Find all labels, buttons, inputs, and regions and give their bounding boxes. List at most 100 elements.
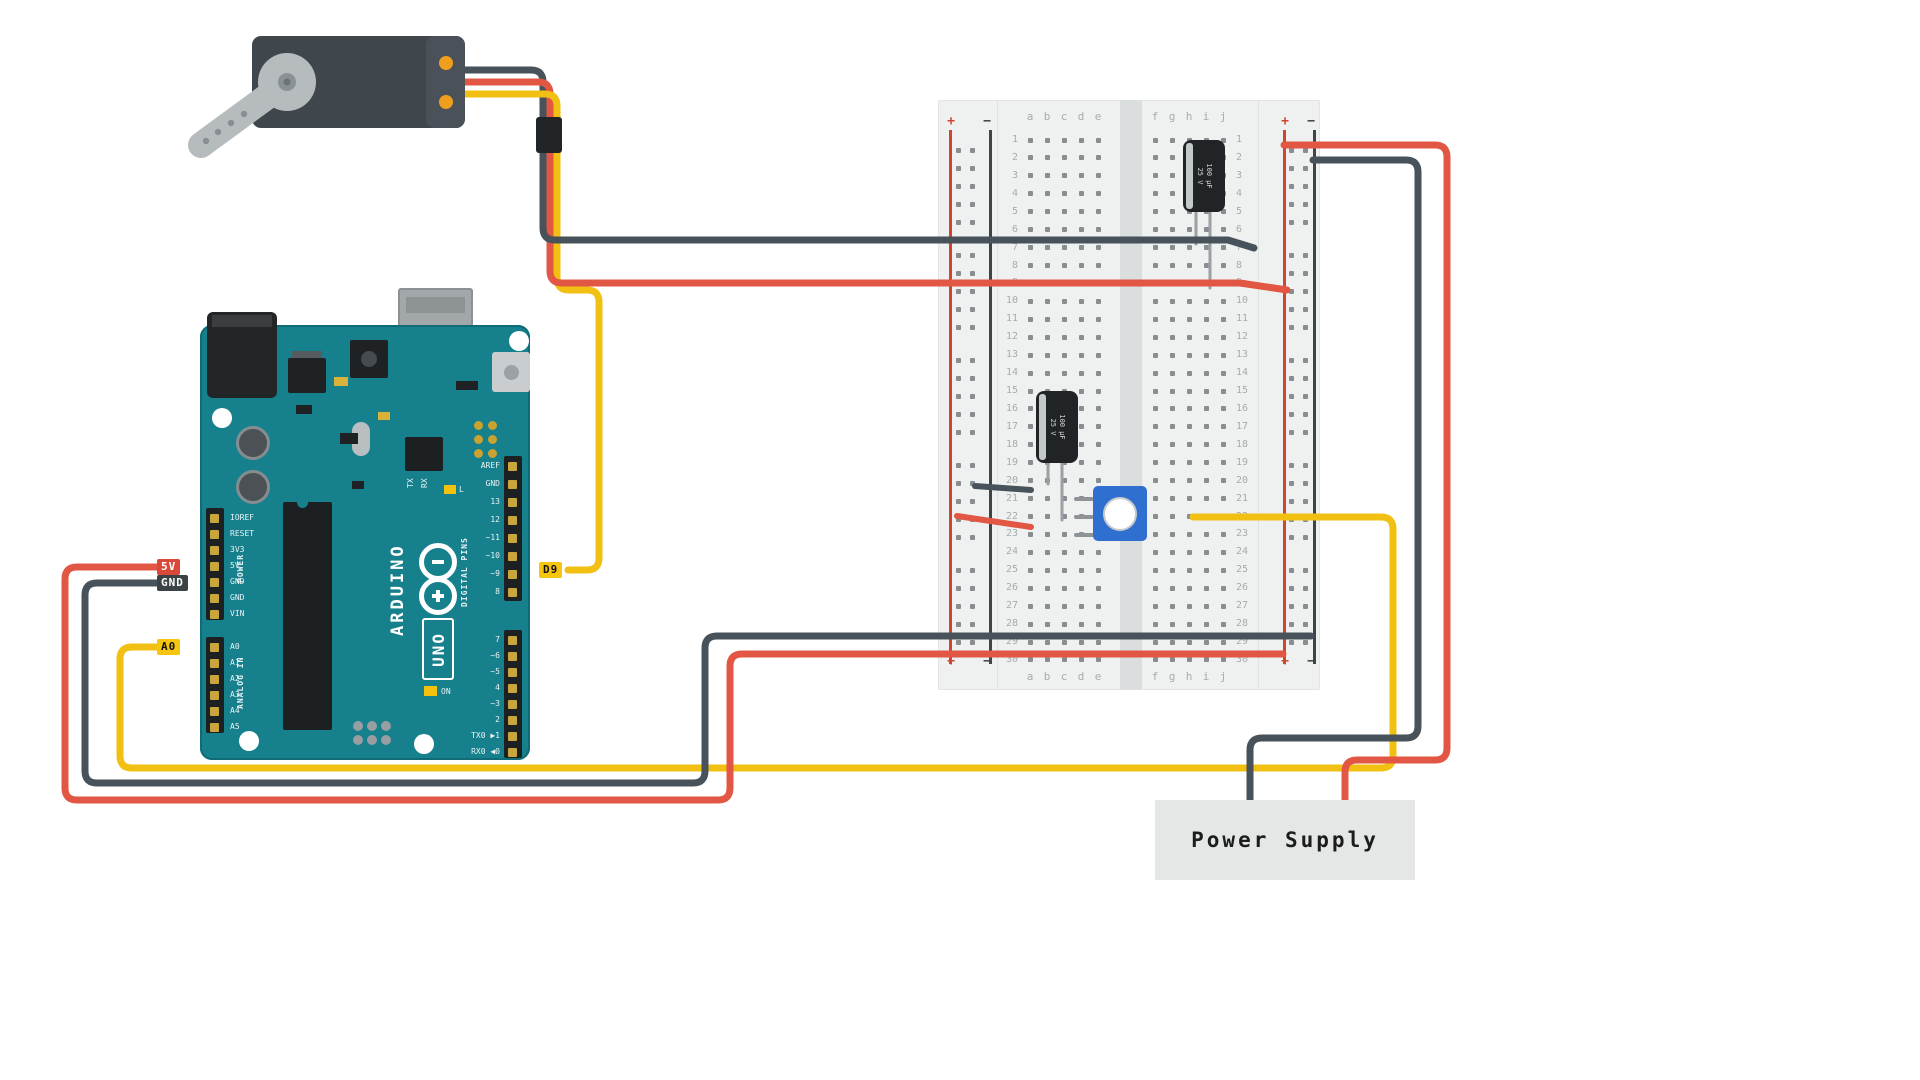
breadboard-hole [1061,263,1067,268]
rail-hole [955,165,961,171]
breadboard-hole [1095,352,1101,358]
breadboard-hole [1061,370,1067,376]
led-l-label: L [459,485,464,494]
row-number-right: 16 [1236,402,1249,414]
breadboard-hole [1203,388,1209,394]
breadboard-hole [1152,263,1158,268]
pin-label: ~10 [485,551,500,560]
pin-label: 12 [490,515,500,524]
header-pin [508,668,517,677]
breadboard-hole [1186,316,1192,322]
servo-cable-yellow [458,90,561,124]
breadboard-hole [1220,209,1226,215]
rail-hole [955,429,961,435]
row-number-left: 13 [1005,349,1018,361]
capacitor-voltage: 25 V [1196,167,1204,185]
breadboard-hole [1027,460,1033,466]
row-number-right: 30 [1236,653,1249,665]
breadboard-hole [1044,531,1050,537]
rail-hole [1302,270,1308,276]
board-model-box: UNO [422,618,454,680]
breadboard-hole [1203,406,1209,412]
breadboard-hole [1186,603,1192,609]
breadboard-hole [1095,137,1101,143]
rail-hole [1288,252,1294,258]
breadboard-hole [1027,191,1033,197]
rail-hole [1302,183,1308,189]
rail-hole [969,498,975,504]
breadboard-hole [1078,549,1084,555]
breadboard-hole [1095,406,1101,412]
row-number-right: 18 [1236,438,1249,450]
capacitor-voltage: 25 V [1049,418,1057,436]
row-number-left: 30 [1005,653,1018,665]
breadboard-hole [1027,406,1033,412]
breadboard-hole [1061,567,1067,573]
row-number-left: 12 [1005,331,1018,343]
servo-shaft-screw [283,78,291,86]
power-rail-minus-line [1313,130,1316,664]
breadboard-hole [1095,227,1101,233]
breadboard-hole [1061,137,1067,143]
wire-5v-red [61,563,1287,804]
breadboard-hole [1061,585,1067,591]
breadboard-hole [1095,567,1101,573]
pin-label: AREF [480,461,500,470]
rail-hole [1288,270,1294,276]
rail-hole [1302,288,1308,294]
breadboard-hole [1220,245,1226,251]
breadboard-hole [1220,298,1226,304]
header-pin [508,700,517,709]
potentiometer-knob [1103,497,1137,531]
breadboard-hole [1061,298,1067,304]
breadboard-hole [1078,657,1084,663]
breadboard-hole [1152,478,1158,484]
rail-hole [1302,393,1308,399]
row-number-left: 21 [1005,492,1018,504]
breadboard-hole [1220,603,1226,609]
rail-hole [1302,498,1308,504]
capacitor-100uf: 100 µF 25 V [1183,140,1225,212]
mount-hole [239,731,259,751]
pin-label: RESET [230,529,255,538]
breadboard-hole [1095,603,1101,609]
plus-marker: + [947,114,955,129]
rail-hole [955,183,961,189]
breadboard-hole [1169,388,1175,394]
breadboard-hole [1061,173,1067,179]
breadboard-hole [1203,334,1209,340]
pin-label: A5 [230,722,240,731]
rail-hole [1288,621,1294,627]
led-on [424,686,437,696]
breadboard-hole [1095,191,1101,197]
breadboard-hole [1186,334,1192,340]
breadboard-hole [1203,478,1209,484]
breadboard-hole [1078,442,1084,448]
breadboard-hole [1095,388,1101,394]
rail-hole [969,480,975,486]
breadboard-hole [1169,173,1175,179]
breadboard-hole [1152,424,1158,430]
rail-hole [969,165,975,171]
breadboard-hole [1186,496,1192,502]
breadboard-hole [1186,370,1192,376]
pin-label: ~11 [485,533,500,542]
header-pin [210,562,219,571]
wire-servo-gnd-gray [539,146,1258,252]
wire-servo-signal-yellow [553,146,603,574]
breadboard-hole [1203,657,1209,663]
breadboard-hole [1027,424,1033,430]
breadboard-hole [1078,567,1084,573]
rail-hole [1302,603,1308,609]
breadboard-hole [1078,639,1084,645]
breadboard-hole [1061,155,1067,161]
pin-label: IOREF [230,513,255,522]
breadboard-hole [1061,352,1067,358]
row-number-left: 15 [1005,385,1018,397]
header-pin [508,716,517,725]
row-number-left: 29 [1005,636,1018,648]
pin-label: ~3 [490,699,500,708]
atmega16u2-chip [405,437,443,471]
header-pin [508,652,517,661]
rail-hole [1302,201,1308,207]
